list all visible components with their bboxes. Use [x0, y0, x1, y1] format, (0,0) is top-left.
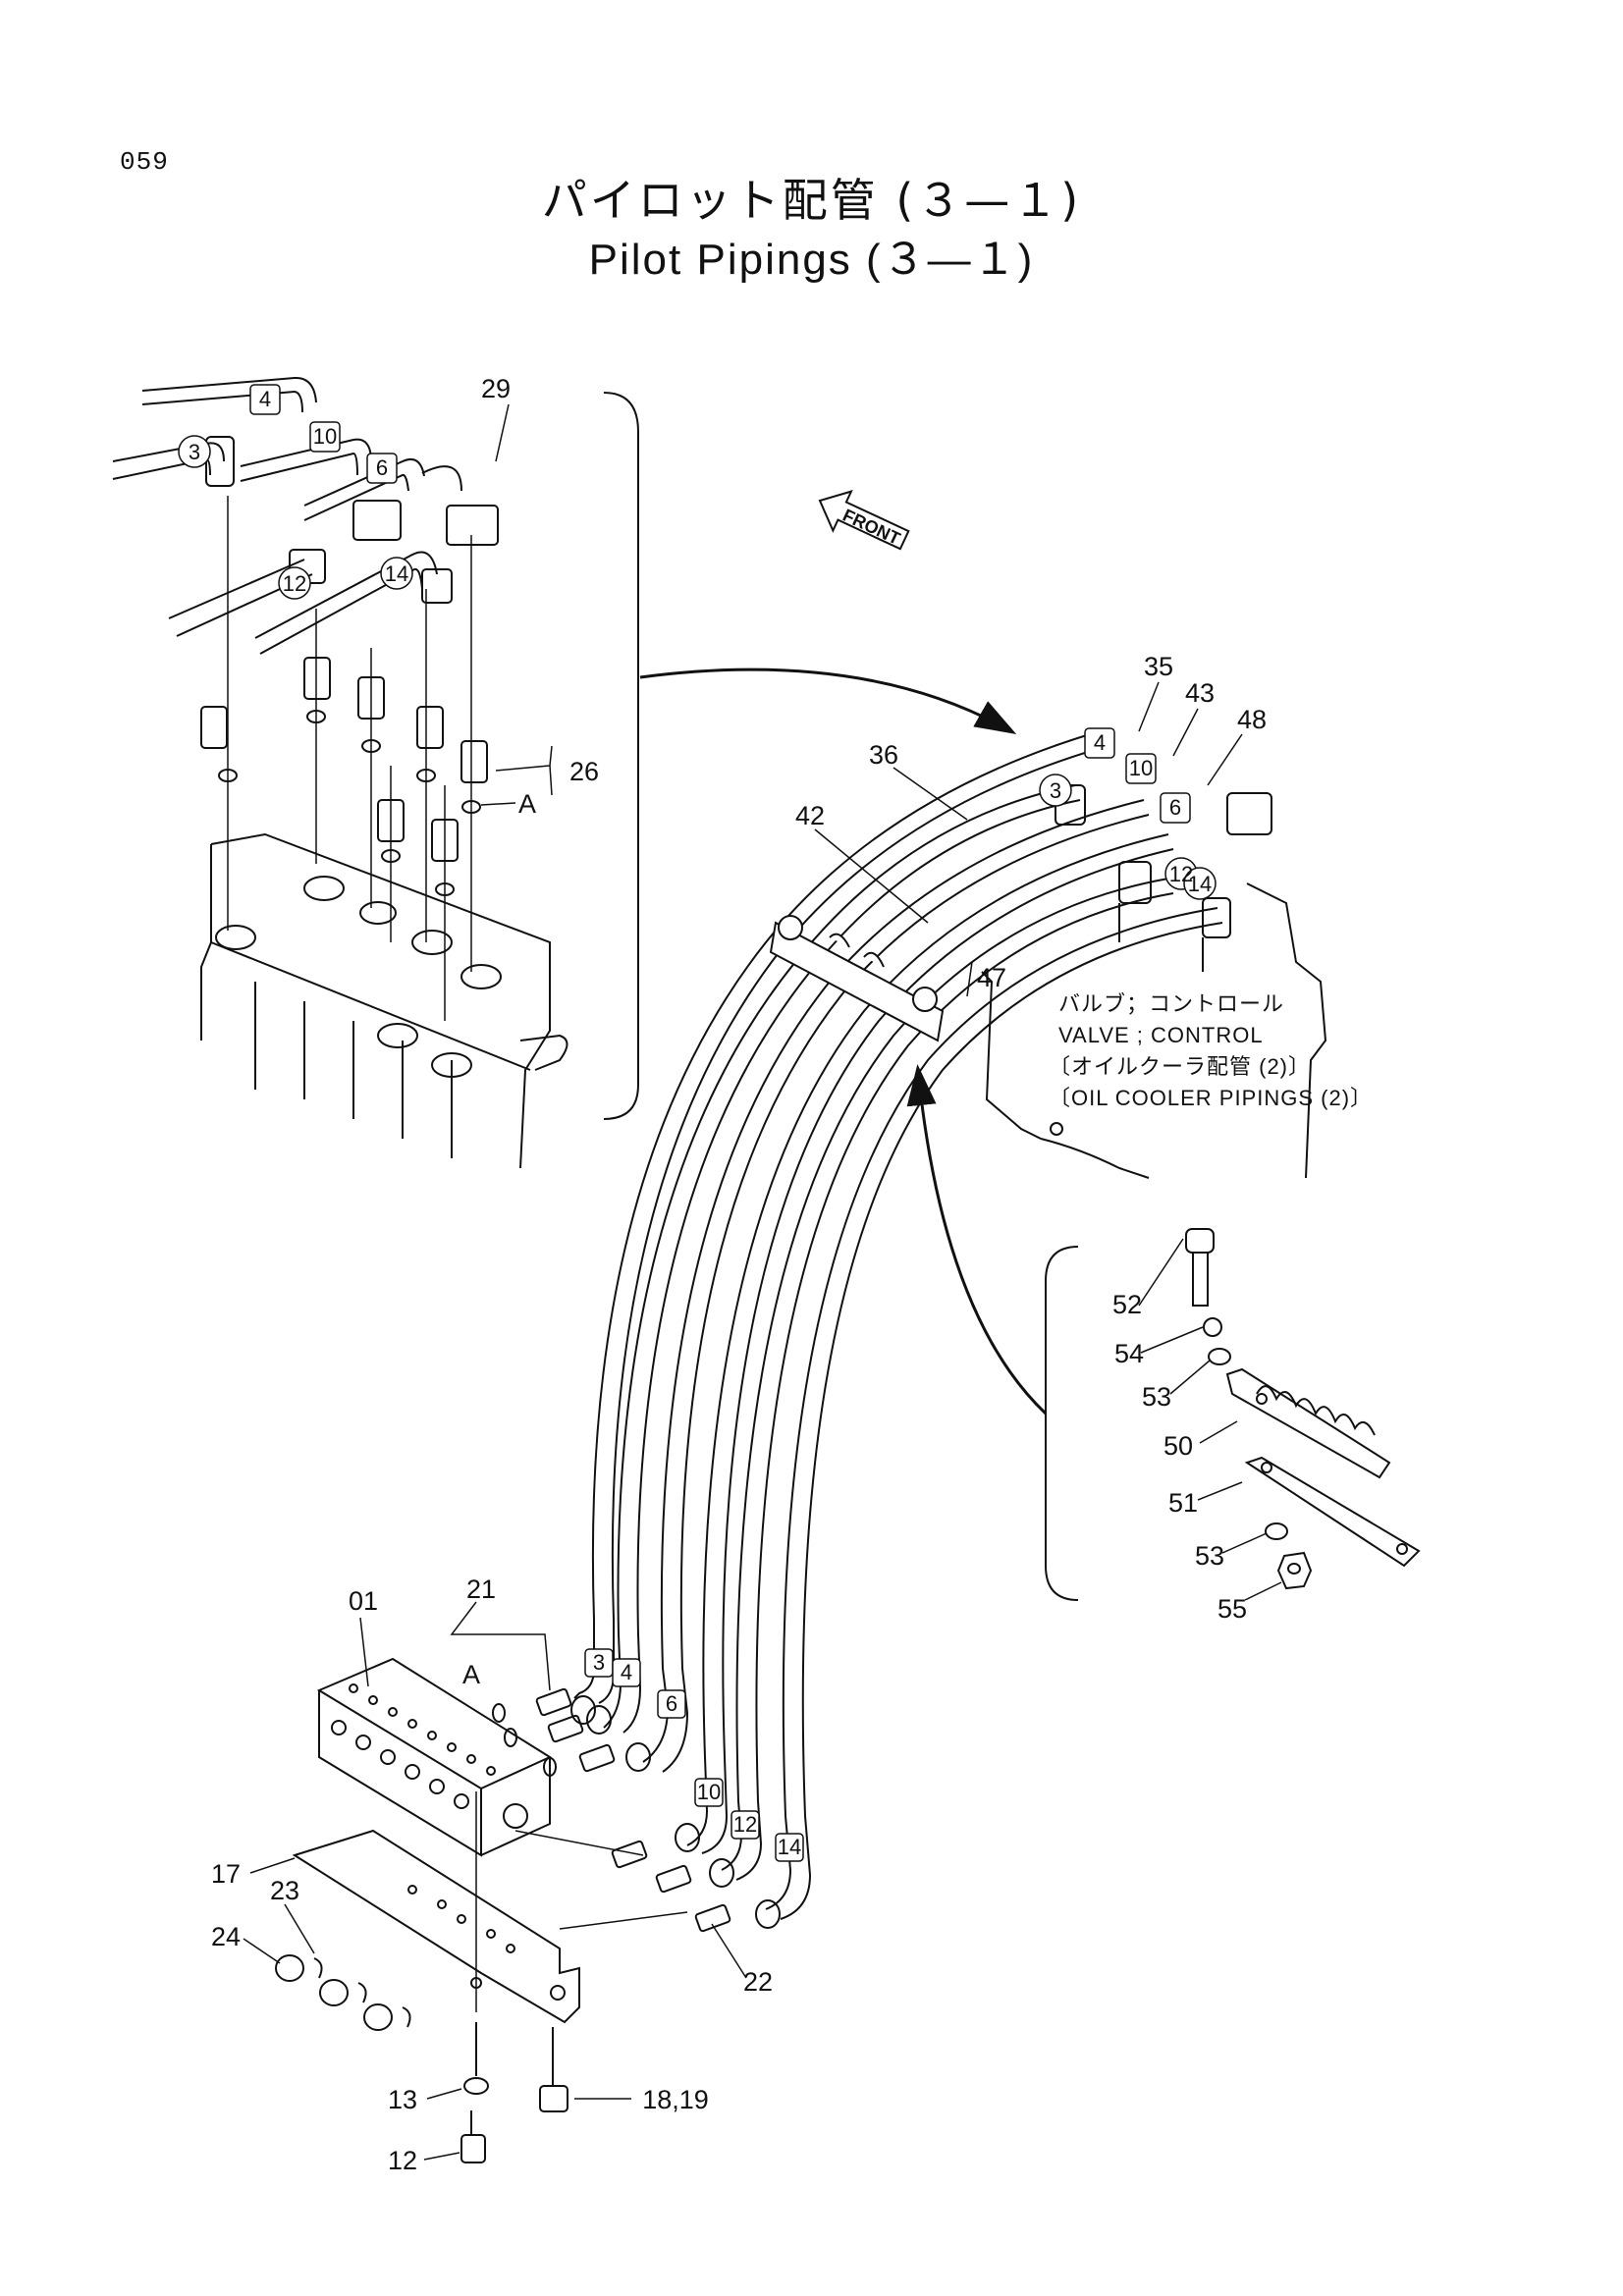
top-right-hose-tags: 4 3 10 6 12 14 [1039, 727, 1217, 900]
valve-note-en: VALVE ; CONTROL [1058, 1023, 1264, 1047]
mounting-plate [292, 1829, 580, 2024]
hose-tag: 6 [666, 1691, 677, 1716]
callout-47: 47 [977, 963, 1006, 992]
callout-17: 17 [211, 1859, 241, 1889]
valve-note-en-ref: 〔OIL COOLER PIPINGS (2)〕 [1049, 1086, 1373, 1110]
washer-54 [1203, 1317, 1222, 1337]
valve-note-jp-ref: 〔オイルクーラ配管 (2)〕 [1049, 1054, 1311, 1079]
callout-52: 52 [1112, 1290, 1142, 1319]
callout-21: 21 [466, 1575, 496, 1604]
link-arrow-top [639, 667, 1017, 734]
hose-tag: 6 [1169, 795, 1181, 820]
hose-tag: 10 [697, 1780, 721, 1804]
detail-bracket [603, 392, 639, 1120]
hose-tag: 12 [283, 571, 306, 596]
page-title-english: Pilot Pipings (３—１) [588, 236, 1035, 284]
callout-43: 43 [1185, 678, 1215, 708]
hose-tag: 3 [189, 440, 200, 464]
clamp-50 [1225, 1367, 1391, 1479]
callout-53-lower: 53 [1195, 1541, 1224, 1571]
manifold-assembly [243, 1601, 812, 2163]
bottom-hose-tags: 3 4 6 10 12 14 [584, 1648, 804, 1862]
detail-hoses [112, 376, 462, 655]
hose-bundle [591, 730, 1223, 1817]
callout-12: 12 [388, 2146, 417, 2175]
callout-A-detail: A [518, 789, 536, 819]
detail-valve-block [200, 832, 568, 1169]
hose-tag: 12 [733, 1812, 757, 1837]
hose-tag: 10 [313, 424, 337, 449]
bottom-leaders [243, 1601, 747, 2161]
callout-A-manifold: A [462, 1660, 480, 1689]
callout-50: 50 [1163, 1431, 1193, 1461]
bolt-52 [1185, 1228, 1215, 1307]
top-left-detail [112, 376, 639, 1169]
callout-01: 01 [349, 1586, 378, 1616]
callout-53: 53 [1142, 1382, 1171, 1412]
hose-tag: 10 [1129, 756, 1153, 780]
hose-tag: 12 [1169, 862, 1193, 886]
plate-51 [1244, 1456, 1421, 1568]
detail-o-rings [218, 710, 481, 896]
page-title-japanese: パイロット配管 (３—１) [541, 174, 1082, 227]
valve-note-jp: バルブ；コントロール [1058, 991, 1284, 1016]
bolts [460, 2022, 568, 2163]
front-arrow: FRONT [818, 490, 910, 551]
callout-54: 54 [1114, 1339, 1144, 1368]
hose-tag: 4 [259, 387, 271, 411]
callout-26: 26 [569, 757, 599, 786]
callout-51: 51 [1168, 1488, 1198, 1518]
hose-tag: 14 [1188, 872, 1212, 896]
callout-23: 23 [270, 1876, 299, 1905]
callout-22: 22 [743, 1967, 773, 1997]
top-left-hose-tags: 4 3 10 6 12 14 [178, 384, 413, 600]
callout-29: 29 [481, 374, 511, 403]
page-number: 059 [120, 147, 169, 177]
nuts-and-rings [275, 1954, 411, 2031]
hose-tag: 6 [376, 455, 388, 480]
detail-assembly-lines [227, 496, 472, 1021]
top-right-callouts [814, 681, 1243, 997]
clamp-parts-detail [1045, 1228, 1421, 1601]
callout-36: 36 [869, 740, 898, 770]
link-arrow-right [906, 1064, 1048, 1415]
hose-tag: 4 [621, 1660, 632, 1684]
callout-42: 42 [795, 801, 825, 830]
manifold-block [316, 1657, 553, 1857]
bottom-hose-ends [570, 1620, 812, 1929]
hose-tag: 4 [1094, 730, 1106, 755]
washer-53b [1265, 1522, 1288, 1540]
hose-clamp [769, 915, 945, 1042]
callout-48: 48 [1237, 705, 1267, 734]
hose-tag: 14 [385, 561, 408, 586]
front-label: FRONT [839, 506, 903, 549]
top-left-callouts [480, 403, 553, 806]
callout-24: 24 [211, 1922, 241, 1951]
washer-53 [1208, 1348, 1231, 1365]
callout-35: 35 [1144, 652, 1173, 681]
hose-tag: 3 [593, 1650, 605, 1675]
adapters-22 [611, 1840, 731, 1933]
hose-tag: 14 [778, 1835, 801, 1859]
callout-18-19: 18,19 [642, 2085, 709, 2114]
callout-13: 13 [388, 2085, 417, 2114]
control-valve [981, 784, 1327, 1179]
callout-55: 55 [1217, 1594, 1247, 1624]
hose-tag: 3 [1050, 778, 1061, 803]
nut-55 [1276, 1551, 1313, 1590]
